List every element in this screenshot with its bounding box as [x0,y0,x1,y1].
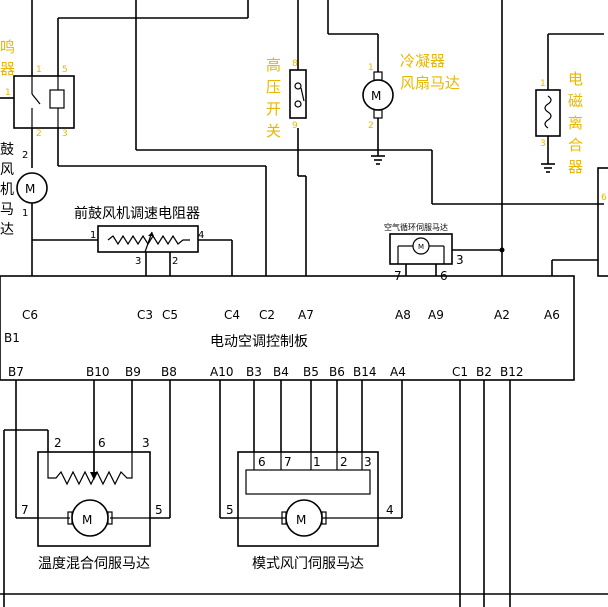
pin-label: B6 [329,365,345,379]
svg-text:6: 6 [601,193,607,203]
pin-label: B5 [303,365,319,379]
pin-label: B3 [246,365,262,379]
svg-text:1: 1 [5,88,11,98]
relay-switch [31,93,41,105]
recirc-motor-box [389,233,453,265]
pin-label: A10 [210,365,233,379]
svg-text:关: 关 [266,122,281,140]
svg-text:5: 5 [155,503,163,517]
pin-label: A6 [544,308,560,322]
pin-label: C6 [22,308,38,322]
svg-text:机: 机 [0,182,14,198]
pin-label: B7 [8,365,24,379]
svg-text:M: M [82,513,92,527]
svg-text:风: 风 [0,162,14,178]
mode-motor-connector [245,469,371,495]
pin-label: A2 [494,308,510,322]
pressure-switch [289,69,307,119]
svg-text:2: 2 [54,436,62,450]
svg-text:3: 3 [62,129,68,139]
svg-text:6: 6 [258,455,266,469]
pin-label: B8 [161,365,177,379]
svg-text:1: 1 [313,455,321,469]
pin-label: A9 [428,308,444,322]
svg-text:3: 3 [364,455,372,469]
svg-text:5: 5 [62,65,68,75]
svg-text:离: 离 [568,114,583,132]
svg-text:1: 1 [22,208,28,219]
svg-text:2: 2 [368,121,374,131]
svg-text:2: 2 [172,256,178,267]
resistor-label: 前鼓风机调速电阻器 [74,205,200,222]
svg-text:4: 4 [386,503,394,517]
svg-text:开: 开 [266,100,281,118]
pin-label: C4 [224,308,240,322]
pin-label: A7 [298,308,314,322]
svg-text:M: M [296,513,306,527]
clutch-label: 电 [568,70,583,88]
svg-text:风扇马达: 风扇马达 [400,74,460,92]
pin-label: B12 [500,365,524,379]
pin-label: C2 [259,308,275,322]
svg-text:3: 3 [540,139,546,149]
pin-label: B2 [476,365,492,379]
svg-text:压: 压 [266,78,281,96]
connector-box [597,167,608,277]
speed-resistor [97,225,199,253]
temp-potentiometer [47,452,133,486]
pin-label: B9 [125,365,141,379]
pin-label: B14 [353,365,377,379]
svg-text:M: M [418,243,424,251]
mode-motor-box [237,451,379,547]
pin-label: B1 [4,331,20,345]
svg-text:达: 达 [0,222,14,238]
svg-text:3: 3 [456,253,464,267]
control-panel-title: 电动空调控制板 [210,334,308,350]
svg-text:7: 7 [21,503,29,517]
pin-label: A4 [390,365,406,379]
pin-label: B4 [273,365,289,379]
svg-text:3: 3 [135,256,141,267]
svg-text:1: 1 [36,65,42,75]
svg-text:3: 3 [142,436,150,450]
pin-label: C1 [452,365,468,379]
svg-text:2: 2 [340,455,348,469]
svg-text:器: 器 [0,60,15,78]
svg-text:1: 1 [540,79,546,89]
relay-coil [49,89,65,109]
svg-text:7: 7 [284,455,292,469]
condenser-fan-label: 冷凝器 [400,52,445,70]
svg-text:1: 1 [368,63,374,73]
svg-text:1: 1 [90,230,96,241]
svg-text:器: 器 [568,158,583,176]
svg-text:M: M [25,182,35,196]
relay-label-partial: 鸣 [0,38,15,56]
svg-text:2: 2 [22,150,28,161]
pin-label: B10 [86,365,110,379]
temp-motor-label: 温度混合伺服马达 [38,556,150,572]
svg-text:4: 4 [198,230,204,241]
clutch-coil [535,89,561,137]
svg-text:6: 6 [98,436,106,450]
svg-text:磁: 磁 [568,92,583,110]
svg-text:合: 合 [568,136,583,154]
blower-label-partial: 鼓 [0,142,14,158]
control-panel [0,275,575,381]
pin-label: A8 [395,308,411,322]
svg-text:M: M [371,89,381,103]
svg-text:2: 2 [36,129,42,139]
svg-text:8: 8 [292,59,298,69]
svg-text:马: 马 [0,202,14,218]
blower-relay [13,75,75,129]
svg-text:9: 9 [292,121,298,131]
pin-label: C3 [137,308,153,322]
junction [499,247,505,253]
recirc-motor-label: 空气循环伺服马达 [384,222,448,232]
mode-motor-label: 模式风门伺服马达 [252,556,364,572]
pin-label: C5 [162,308,178,322]
pressure-switch-label: 高 [266,56,281,74]
svg-text:5: 5 [226,503,234,517]
